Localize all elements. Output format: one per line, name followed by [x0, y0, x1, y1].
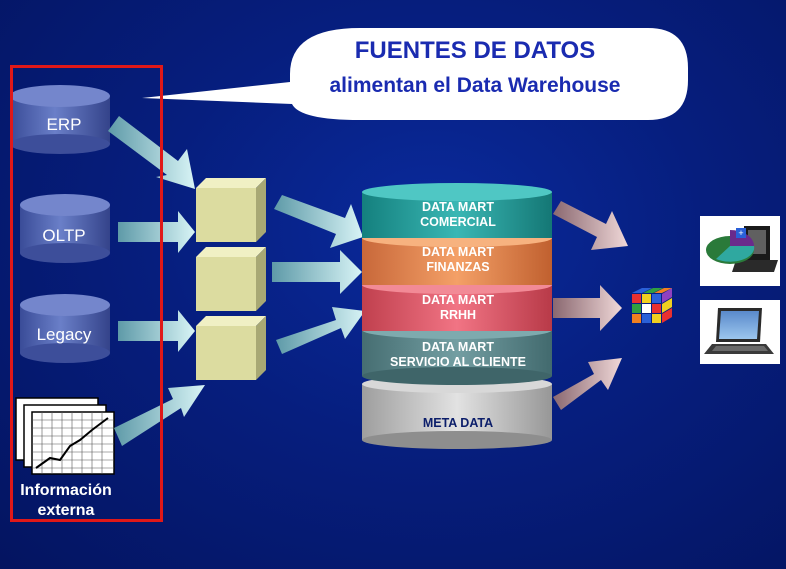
arrow-external-to-staging: [114, 385, 205, 446]
data-warehouse-stack: [362, 183, 552, 449]
staging-cube-icon: [196, 247, 266, 311]
data-mart-servicio-label: DATA MART SERVICIO AL CLIENTE: [364, 340, 552, 370]
data-mart-line1: DATA MART: [422, 340, 494, 354]
callout-title: FUENTES DE DATOS: [354, 37, 596, 64]
data-mart-line2: COMERCIAL: [420, 215, 496, 229]
data-mart-comercial-label: DATA MART COMERCIAL: [364, 200, 552, 230]
arrow-warehouse-to-tools: [553, 285, 622, 331]
data-mart-rrhh-label: DATA MART RRHH: [364, 293, 552, 323]
arrow-staging-to-warehouse: [274, 195, 363, 248]
data-mart-finanzas-label: DATA MART FINANZAS: [364, 245, 552, 275]
data-mart-line2: RRHH: [439, 308, 477, 322]
arrow-staging-to-warehouse: [276, 307, 365, 354]
svg-text:+: +: [738, 228, 743, 238]
chart-document-icon: [15, 397, 115, 475]
external-info-line1: Información: [20, 482, 112, 499]
data-mart-line1: DATA MART: [422, 200, 494, 214]
external-info-label: Información externa: [6, 481, 126, 521]
data-mart-line1: DATA MART: [422, 245, 494, 259]
laptop-icon: [700, 300, 780, 364]
staging-cube-icon: [196, 178, 266, 242]
data-mart-line1: DATA MART: [422, 293, 494, 307]
legacy-database-icon: [20, 294, 110, 363]
callout-subtitle: alimentan el Data Warehouse: [329, 74, 621, 97]
arrow-staging-to-warehouse: [272, 250, 362, 294]
arrow-erp-to-staging: [108, 116, 195, 189]
data-sources-frame: [10, 65, 163, 522]
arrow-oltp-to-staging: [118, 211, 195, 253]
external-info-line2: externa: [37, 502, 95, 519]
callout-bubble: [142, 28, 688, 120]
pie-chart-laptop-icon: +: [700, 216, 780, 286]
data-mart-line2: FINANZAS: [426, 260, 490, 274]
rubiks-cube-icon: [632, 288, 672, 323]
data-mart-line2: SERVICIO AL CLIENTE: [390, 355, 526, 369]
arrow-legacy-to-staging: [118, 310, 195, 352]
oltp-label: OLTP: [42, 226, 86, 245]
arrow-warehouse-to-tools: [553, 201, 628, 250]
meta-data-label: META DATA: [422, 416, 494, 430]
erp-database-icon: [10, 85, 110, 154]
legacy-label: Legacy: [36, 325, 92, 344]
erp-label: ERP: [46, 115, 82, 134]
arrow-warehouse-to-tools: [553, 358, 622, 410]
staging-cube-icon: [196, 316, 266, 380]
oltp-database-icon: [20, 194, 110, 263]
